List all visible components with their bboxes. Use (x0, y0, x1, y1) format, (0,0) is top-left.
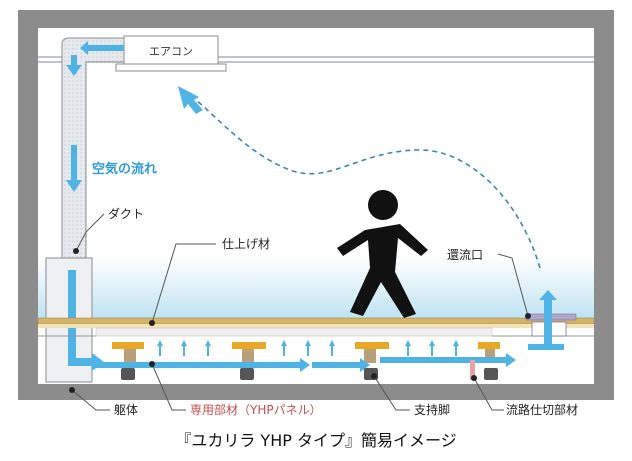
building-wall (18, 10, 614, 400)
floor-structure (37, 317, 595, 337)
room-floor-air (38, 258, 594, 318)
airflow-label: 空気の流れ (92, 161, 157, 177)
aircon-unit: エアコン (115, 35, 227, 72)
support-legs (121, 368, 498, 380)
return-port-label: 還流口 (447, 248, 483, 262)
yhp-panel (112, 342, 500, 363)
person-walking-icon (337, 190, 428, 318)
body-label: 躯体 (114, 402, 138, 417)
aircon-label: エアコン (149, 45, 193, 58)
return-arrow-icon (178, 86, 203, 114)
partition-label: 流路仕切部材 (506, 402, 578, 417)
finish-label: 仕上げ材 (222, 237, 270, 251)
support-label: 支持脚 (414, 402, 450, 417)
return-airflow-path (195, 99, 541, 269)
return-port (525, 290, 577, 350)
panel-label: 専用部材（YHPパネル） (190, 402, 322, 417)
underfloor-airflow (96, 353, 516, 372)
leader-lines (71, 213, 529, 411)
duct-label: ダクト (108, 206, 144, 221)
diagram-caption: 『ユカリラ YHP タイプ』簡易イメージ (175, 431, 456, 450)
flow-partition (470, 360, 475, 380)
leader-dots (69, 248, 531, 393)
airflow-jets (157, 340, 459, 356)
